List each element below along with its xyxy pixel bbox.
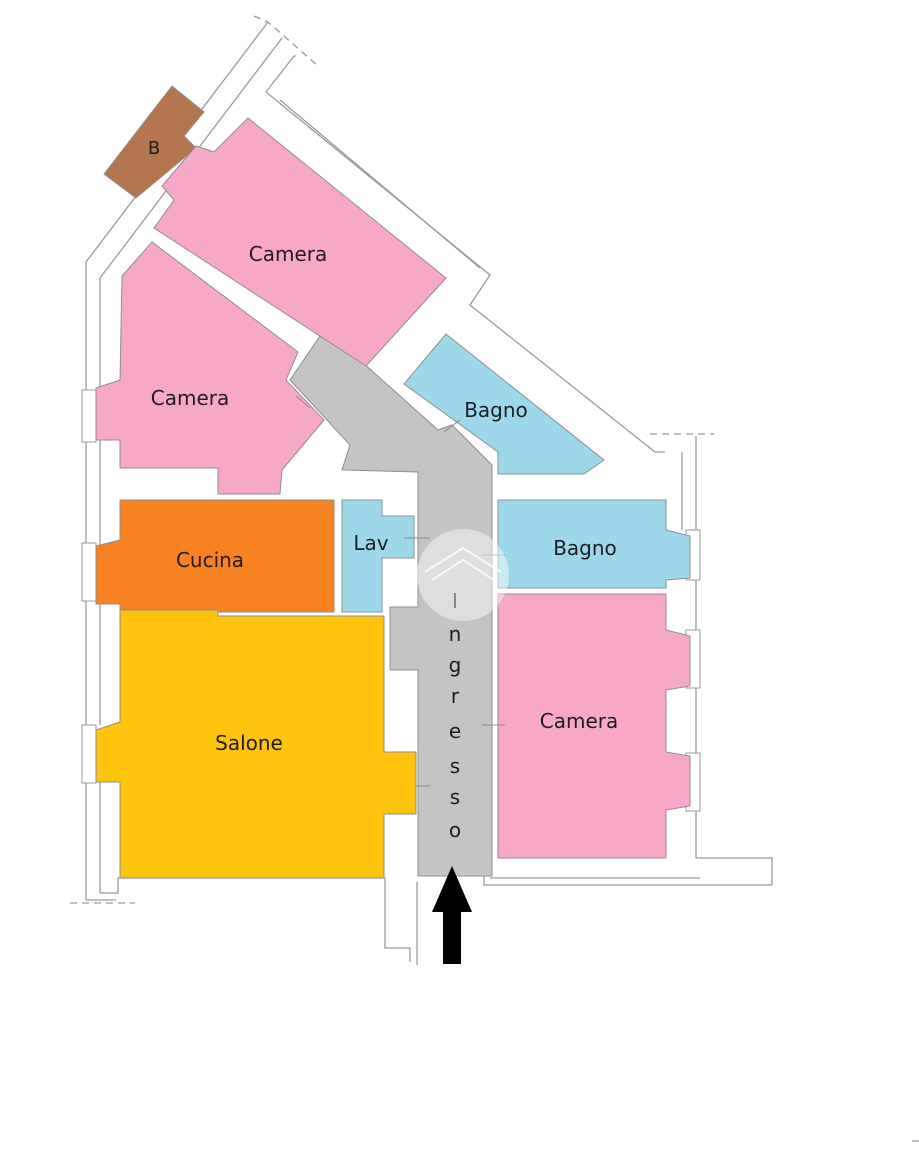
room-bagno-top: [403, 333, 605, 475]
watermark-circle: [417, 529, 509, 621]
room-camera-left: [95, 241, 325, 495]
ingresso-letter: s: [450, 754, 460, 778]
room-labels: B Camera Camera Bagno Cucina Lav Bagno S…: [148, 138, 618, 755]
room-camera-right: [497, 593, 691, 859]
ingresso-letter: o: [449, 818, 461, 842]
door-bagno-top: [443, 419, 461, 433]
outer-walls: [70, 15, 773, 965]
window-left-2: [81, 542, 97, 602]
ingresso-letter: s: [450, 785, 460, 809]
entrance-arrow: [432, 866, 472, 964]
label-bagno-right: Bagno: [553, 536, 617, 560]
doors: [295, 395, 505, 787]
room-bagno-right: [497, 499, 691, 589]
label-lav: Lav: [353, 531, 388, 555]
ingresso-letter: g: [449, 653, 462, 677]
window-left-3: [81, 724, 97, 784]
room-cucina: [95, 499, 335, 613]
watermark-logo: [417, 529, 509, 621]
label-b: B: [148, 138, 160, 159]
ingresso-letter: e: [449, 719, 461, 743]
home-icon: [424, 546, 502, 573]
ingresso-letter: n: [449, 622, 462, 646]
ingresso-letter: r: [451, 684, 460, 708]
arrow-up-icon: [432, 866, 472, 964]
room-lav: [341, 499, 415, 613]
label-bagno-top: Bagno: [464, 398, 528, 422]
home-roof-line: [431, 558, 495, 581]
label-ingresso: I n g r e s s o: [449, 589, 462, 842]
label-camera-left: Camera: [151, 386, 230, 410]
room-camera-top: [153, 117, 447, 367]
window-left-1: [81, 389, 97, 443]
label-salone: Salone: [215, 731, 283, 755]
label-camera-top: Camera: [249, 242, 328, 266]
label-cucina: Cucina: [176, 548, 244, 572]
rooms: [95, 85, 691, 879]
ingresso-letter: I: [452, 589, 458, 613]
corridor-ingresso: [289, 335, 493, 877]
room-salone: [95, 609, 417, 879]
door-camera-left: [295, 395, 311, 409]
label-camera-right: Camera: [540, 709, 619, 733]
